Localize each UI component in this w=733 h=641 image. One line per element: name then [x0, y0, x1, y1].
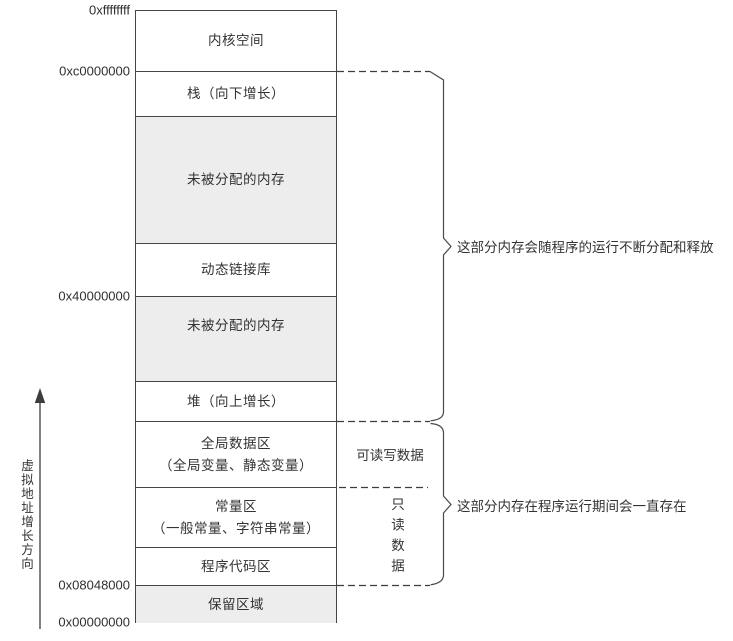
section-label: 内核空间 — [208, 33, 264, 49]
address-label-0x00000000: 0x00000000 — [58, 614, 130, 630]
section-label: 栈（向下增长） — [187, 86, 285, 102]
section-label: 未被分配的内存 — [187, 318, 285, 334]
dynamic-region-annotation: 这部分内存会随程序的运行不断分配和释放 — [457, 240, 714, 255]
section-label: 未被分配的内存 — [187, 172, 285, 188]
section-label: 全局数据区 — [201, 435, 271, 451]
section-label: 常量区 — [215, 498, 257, 514]
section-constants: 常量区 （一般常量、字符串常量） — [136, 488, 336, 548]
persistent-region-annotation: 这部分内存在程序运行期间会一直存在 — [457, 499, 687, 514]
section-global-data: 全局数据区 （全局变量、静态变量） — [136, 422, 336, 488]
brace-dynamic-region — [429, 70, 452, 422]
section-heap: 堆（向上增长） — [136, 382, 336, 422]
address-label-0x08048000: 0x08048000 — [58, 577, 130, 593]
section-unallocated-upper: 未被分配的内存 — [136, 117, 336, 244]
section-reserved: 保留区域 — [136, 586, 336, 623]
section-unallocated-lower: 未被分配的内存 — [136, 297, 336, 382]
address-label-0x40000000: 0x40000000 — [58, 288, 130, 304]
section-program-code: 程序代码区 — [136, 548, 336, 586]
section-label: 程序代码区 — [201, 558, 271, 574]
section-stack: 栈（向下增长） — [136, 72, 336, 117]
section-sublabel: （一般常量、字符串常量） — [152, 520, 320, 536]
section-sublabel: （全局变量、静态变量） — [159, 457, 313, 473]
address-label-0xffffffff: 0xffffffff — [89, 2, 130, 18]
address-label-0xc0000000: 0xc0000000 — [59, 63, 130, 79]
readonly-data-label: 只读数据 — [389, 497, 404, 579]
section-label: 堆（向上增长） — [187, 393, 285, 409]
section-label: 动态链接库 — [201, 262, 271, 278]
readwrite-data-label: 可读写数据 — [356, 448, 424, 463]
section-dynamic-libraries: 动态链接库 — [136, 244, 336, 297]
address-growth-direction-arrow — [34, 388, 46, 629]
address-growth-axis-label: 虚拟地址增长方向 — [19, 459, 33, 571]
section-kernel-space: 内核空间 — [136, 11, 336, 72]
section-label: 保留区域 — [208, 596, 264, 612]
memory-map-box: 内核空间 栈（向下增长） 未被分配的内存 动态链接库 未被分配的内存 堆（向上增… — [135, 10, 337, 623]
